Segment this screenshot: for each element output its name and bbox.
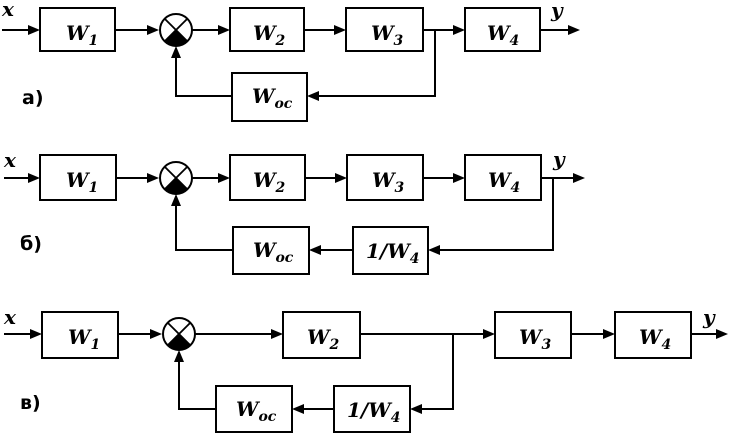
block-w1-a-label: W1 xyxy=(66,21,98,49)
arrowhead xyxy=(309,245,321,255)
arrowhead xyxy=(453,25,465,35)
summing-junction-cross xyxy=(164,166,188,190)
diagram-a: x W1 W2 W3 W4 y Wос xyxy=(1,0,580,122)
arrowhead xyxy=(428,245,440,255)
input-label-a: x xyxy=(1,0,15,21)
block-w1-b xyxy=(39,154,117,201)
arrowhead xyxy=(171,194,181,206)
arrowhead xyxy=(147,173,159,183)
block-w3-c xyxy=(494,311,572,359)
arrowhead xyxy=(334,25,346,35)
arrowhead xyxy=(218,173,230,183)
summing-junction-cross xyxy=(167,322,191,346)
block-woc-a-label: Wос xyxy=(252,84,293,112)
arrowhead xyxy=(603,329,615,339)
block-inv-w4-c-label: 1/W4 xyxy=(347,398,400,426)
arrowhead xyxy=(28,25,40,35)
feedback-line-c xyxy=(420,334,454,410)
block-w4-c-label: W4 xyxy=(639,325,671,353)
diagram-c: x W1 W2 W3 W4 y 1/W4 Wос xyxy=(3,305,728,433)
block-w3-a-label: W3 xyxy=(371,21,403,49)
arrowhead xyxy=(218,25,230,35)
block-woc-b xyxy=(232,226,310,275)
arrowhead xyxy=(483,329,495,339)
summing-junction-b-negative-sector xyxy=(164,178,188,194)
block-w2-a-label: W2 xyxy=(253,21,285,49)
block-w4-b xyxy=(464,154,542,201)
block-w1-b-label: W1 xyxy=(66,168,98,196)
block-w1-c xyxy=(41,311,119,359)
summing-junction-cross xyxy=(164,18,188,42)
diagram-label-c: в) xyxy=(20,392,41,414)
feedback-return-b xyxy=(175,205,233,251)
arrowhead xyxy=(307,91,319,101)
arrowhead xyxy=(171,46,181,58)
block-w3-b xyxy=(346,154,424,201)
diagram-label-a: а) xyxy=(22,87,44,109)
feedback-line-b xyxy=(439,178,554,251)
block-woc-b-label: Wос xyxy=(253,238,294,266)
block-w2-c xyxy=(282,311,361,359)
diagram-b: x W1 W2 W3 W4 y 1/W4 Wос xyxy=(3,147,585,275)
block-inv-w4-b xyxy=(352,226,429,275)
block-w2-c-label: W2 xyxy=(307,325,339,353)
arrowhead xyxy=(568,25,580,35)
block-w1-c-label: W1 xyxy=(68,325,100,353)
arrowhead xyxy=(271,329,283,339)
block-w2-b-label: W2 xyxy=(253,168,285,196)
block-w4-a xyxy=(464,7,541,52)
block-w4-a-label: W4 xyxy=(487,21,519,49)
block-w3-b-label: W3 xyxy=(372,168,404,196)
block-w4-b-label: W4 xyxy=(488,168,520,196)
block-w2-b xyxy=(229,154,306,201)
input-label-c: x xyxy=(3,305,17,329)
arrowhead xyxy=(28,173,40,183)
feedback-return-a xyxy=(175,57,232,97)
arrowhead xyxy=(716,329,728,339)
output-label-a: y xyxy=(550,0,564,22)
arrowhead xyxy=(174,350,184,362)
arrowhead xyxy=(292,404,304,414)
arrowhead xyxy=(453,173,465,183)
feedback-line-a xyxy=(318,30,436,97)
arrowhead xyxy=(30,329,42,339)
summing-junction-a-negative-sector xyxy=(164,30,188,46)
block-w3-c-label: W3 xyxy=(519,325,551,353)
arrowhead xyxy=(150,329,162,339)
diagram-label-b: б) xyxy=(20,233,42,255)
output-label-c: y xyxy=(702,305,716,329)
arrowhead xyxy=(335,173,347,183)
output-label-b: y xyxy=(552,147,566,171)
feedback-return-c xyxy=(178,361,216,410)
block-woc-c xyxy=(215,385,293,433)
arrowhead xyxy=(410,404,422,414)
summing-junction-c-negative-sector xyxy=(167,334,191,350)
arrowhead xyxy=(573,173,585,183)
block-inv-w4-b-label: 1/W4 xyxy=(366,239,419,267)
block-woc-c-label: Wос xyxy=(236,397,277,425)
input-label-b: x xyxy=(3,148,17,172)
arrowhead xyxy=(147,25,159,35)
